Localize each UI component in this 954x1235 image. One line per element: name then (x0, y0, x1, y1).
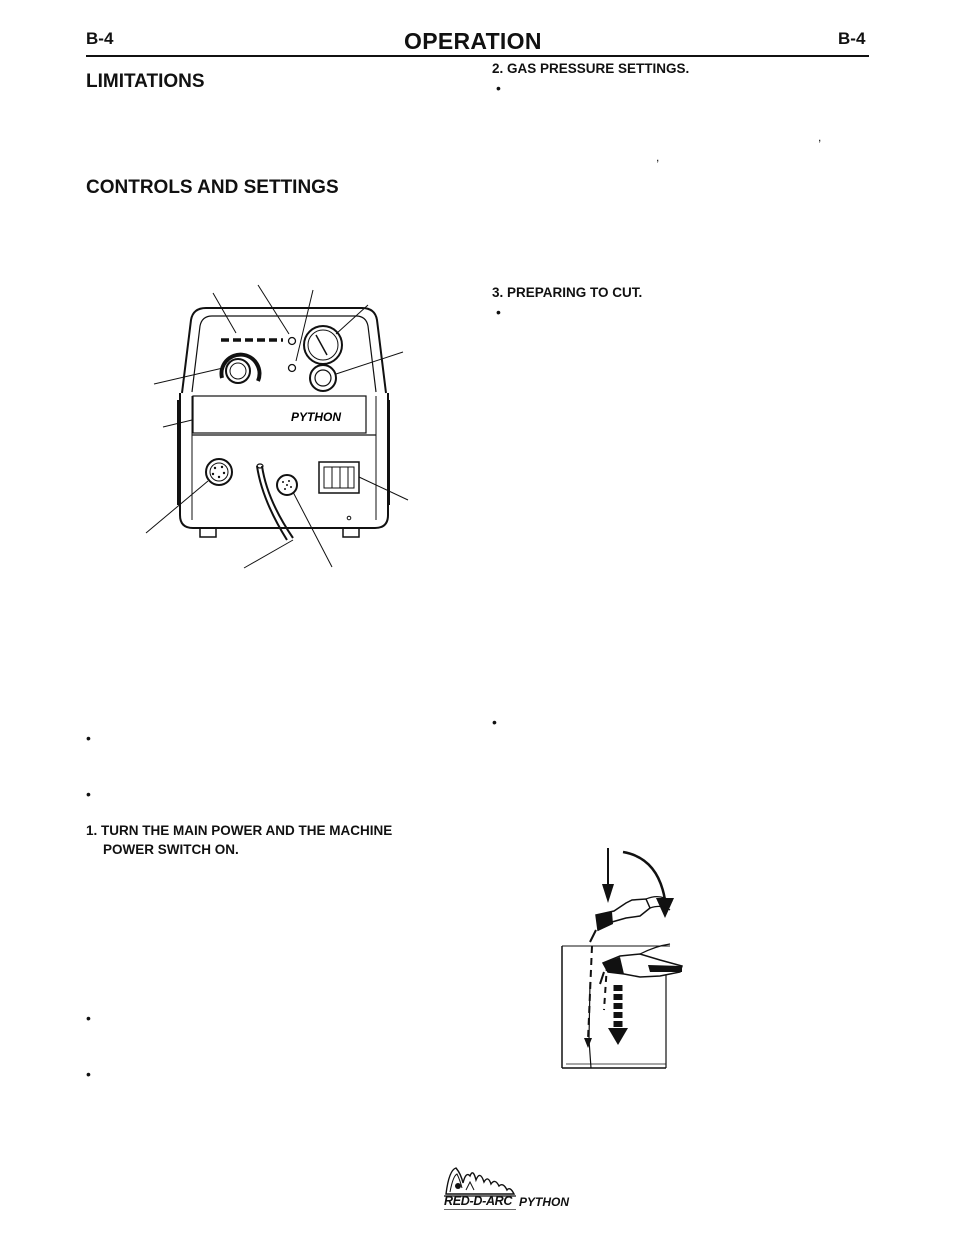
limitations-heading: LIMITATIONS (86, 71, 205, 92)
page-code-right: B-4 (838, 29, 866, 48)
step-1-line-1: 1. TURN THE MAIN POWER AND THE MACHINE (86, 823, 393, 838)
bullet-marker: • (86, 1066, 91, 1082)
header-rule (86, 55, 869, 57)
bullet-marker: • (496, 80, 501, 96)
machine-front-panel-diagram: PYTHON (145, 284, 409, 569)
panel-brand-label: PYTHON (291, 410, 341, 424)
bullet-marker: • (86, 730, 91, 746)
comma-mark: , (656, 150, 660, 164)
comma-mark: , (818, 130, 822, 144)
page-code-left: B-4 (86, 29, 114, 48)
footer-brand: RED-D-ARC (444, 1194, 513, 1208)
bullet-marker: • (496, 304, 501, 320)
red-d-arc-logo (444, 1167, 516, 1210)
bullet-marker: • (492, 714, 497, 730)
torch-cutting-illustration (561, 848, 683, 1069)
preparing-to-cut-heading: 3. PREPARING TO CUT. (492, 285, 643, 300)
step-1-line-2: POWER SWITCH ON. (103, 842, 239, 857)
gas-pressure-heading: 2. GAS PRESSURE SETTINGS. (492, 61, 690, 76)
controls-settings-heading: CONTROLS AND SETTINGS (86, 177, 339, 198)
bullet-marker: • (86, 786, 91, 802)
bullet-marker: • (86, 1010, 91, 1026)
page-title: OPERATION (404, 28, 542, 54)
footer-product: PYTHON (519, 1195, 570, 1209)
